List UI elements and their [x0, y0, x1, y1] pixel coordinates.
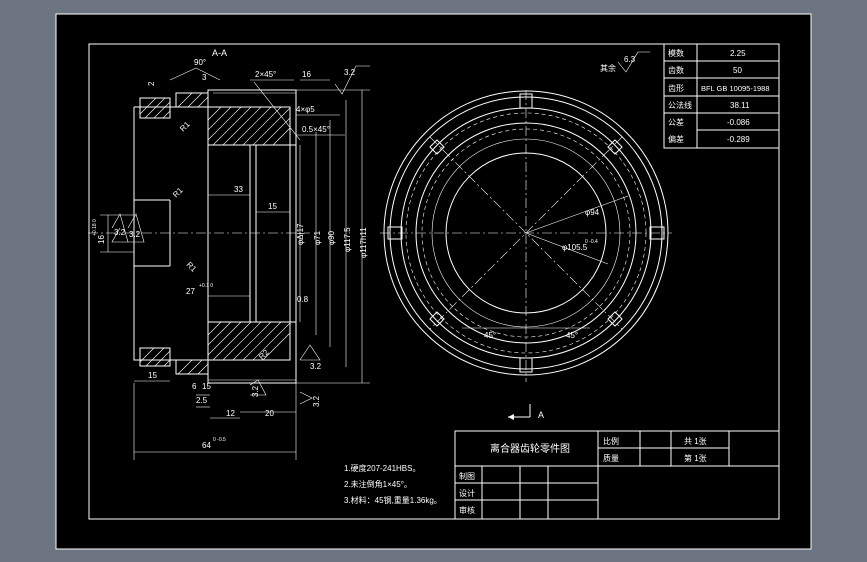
note-3: 3.材料：45钢,重量1.36kg。	[344, 495, 442, 505]
sheet-inner-border	[88, 43, 780, 520]
dim-dia-b: φ71	[313, 230, 322, 245]
roughness-bottom-1: 3.2	[299, 344, 322, 371]
roughness-remaining-label: 其余	[600, 63, 616, 73]
param-label-4: 公差	[668, 117, 684, 127]
param-label-5: 偏差	[668, 134, 684, 144]
dim-15: 15	[268, 202, 277, 211]
param-table: 模数 2.25 齿数 50 齿形 BFL GB 10095-1988 公法线 3…	[663, 43, 780, 149]
svg-text:3.2: 3.2	[310, 362, 322, 371]
note-1: 1.硬度207-241HBS。	[344, 463, 420, 473]
dim-16-top: 16	[302, 70, 311, 79]
dim-holes-4x5: 4×φ5	[296, 105, 315, 114]
title-block-scale: 比例	[603, 436, 619, 446]
dim-phi105: φ105.5	[562, 243, 588, 252]
dim-33: 33	[234, 185, 243, 194]
roughness-left-2: 3.2	[127, 213, 145, 243]
roughness-remaining-value: 6.3	[624, 55, 636, 64]
dim-chamfer-2x45: 2×45°	[255, 70, 276, 79]
param-label-2: 齿形	[668, 84, 684, 93]
svg-text:3.2: 3.2	[312, 395, 321, 407]
dim-20: 20	[265, 409, 274, 418]
dim-64-tol: 0 -0.5	[213, 437, 226, 443]
dim-6: 6	[192, 382, 197, 391]
title-block-weight: 质量	[603, 453, 619, 463]
roughness-right: 3.2	[299, 391, 321, 407]
dim-27-tol: +0.1 0	[199, 283, 213, 289]
dim-chamfer-05x45: 0.5×45°	[302, 125, 330, 134]
param-value-1: 50	[733, 66, 742, 75]
svg-text:3.2: 3.2	[251, 385, 260, 397]
dim-16-tol: +0.18 0	[92, 219, 98, 236]
dim-dia-e: φ117h11	[359, 227, 368, 258]
dim-0-8: 0.8	[297, 295, 309, 304]
view-arrow-label: A	[538, 410, 544, 420]
dim-angle-45-right: 45°	[566, 331, 578, 340]
dim-angle-45-left: 45°	[484, 331, 496, 340]
dim-angle-90: 90°	[194, 58, 206, 67]
title-block-title: 离合器齿轮零件图	[490, 442, 570, 455]
title-block-sheet: 第 1张	[684, 453, 707, 463]
end-view: φ94 φ105.5 0 -0.4 45° 45° A 其余 6.3	[380, 51, 672, 420]
title-block-check: 审核	[459, 505, 475, 515]
title-block-drawn: 制图	[459, 471, 475, 481]
param-value-5: -0.289	[727, 135, 750, 144]
sheet-outer-border	[55, 13, 812, 550]
title-block-qty: 共 1张	[684, 437, 707, 446]
section-view: A-A	[88, 48, 370, 460]
dim-15-bottom: 15	[148, 371, 157, 380]
dim-phi94: φ94	[585, 208, 600, 217]
title-block-design: 设计	[459, 488, 475, 498]
roughness-bottom-2: 3.2	[249, 379, 267, 397]
dim-2: 2	[147, 81, 156, 86]
param-value-4: -0.086	[727, 118, 750, 127]
param-value-3: 38.11	[730, 101, 750, 110]
section-label: A-A	[212, 48, 227, 58]
dim-15b: 15	[202, 382, 211, 391]
dim-12: 12	[226, 409, 235, 418]
dim-3: 3	[202, 73, 207, 82]
title-block: 离合器齿轮零件图 比例 共 1张 质量 第 1张 制图 设计 审核	[454, 430, 780, 520]
dim-64: 64	[202, 441, 211, 450]
dim-2-5: 2.5	[196, 396, 208, 405]
dim-16-left: 16	[97, 235, 106, 244]
dim-dia-d: φ117.5	[343, 227, 352, 252]
param-label-0: 模数	[668, 48, 684, 58]
param-label-3: 公法线	[668, 100, 692, 110]
svg-text:3.2: 3.2	[129, 230, 141, 239]
dim-dia-a: φΔ|17	[296, 223, 305, 245]
note-2: 2.未注倒角1×45°。	[344, 479, 412, 489]
param-label-1: 齿数	[668, 65, 684, 75]
dim-dia-c: φ90	[327, 230, 336, 245]
param-value-2: BFL GB 10095-1988	[701, 84, 770, 93]
svg-text:3.2: 3.2	[114, 228, 126, 237]
roughness-top: 3.2	[334, 65, 370, 95]
svg-text:3.2: 3.2	[344, 68, 356, 77]
technical-notes: 1.硬度207-241HBS。 2.未注倒角1×45°。 3.材料：45钢,重量…	[344, 463, 442, 505]
dim-phi105-tol: 0 -0.4	[585, 239, 598, 245]
param-value-0: 2.25	[730, 49, 746, 58]
dim-27: 27	[186, 287, 195, 296]
